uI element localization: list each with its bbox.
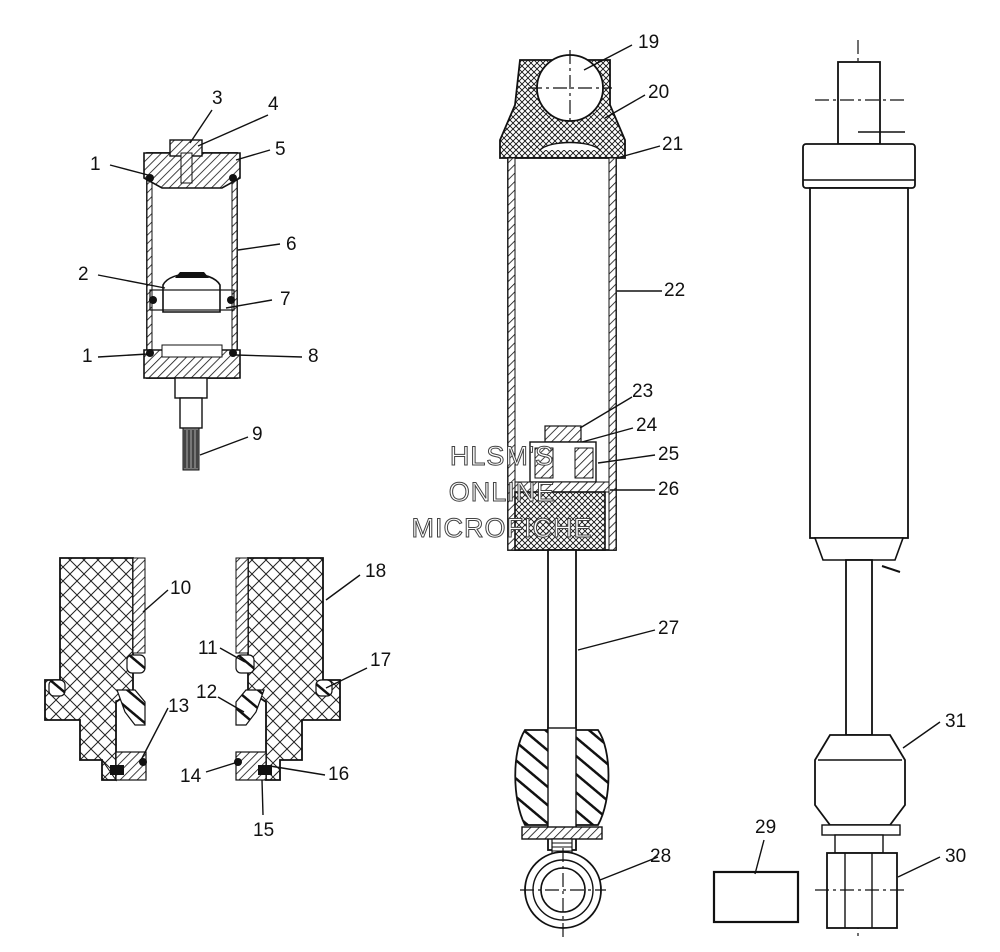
callout-17: 17 (370, 650, 391, 671)
callout-18: 18 (365, 561, 386, 582)
callout-14: 14 (180, 766, 202, 787)
callout-3: 3 (212, 88, 223, 109)
reservoir-assembly (143, 139, 241, 471)
bushing-part-29 (712, 870, 800, 924)
callout-19: 19 (638, 32, 659, 53)
callout-12: 12 (196, 682, 217, 703)
callout-labels: 3 4 5 1 6 2 7 1 8 9 10 18 11 17 12 13 14… (78, 32, 966, 867)
callout-4: 4 (268, 94, 279, 115)
watermark: HLSM'S ONLINE MICROFICHE (411, 441, 593, 544)
callout-20: 20 (648, 82, 669, 103)
callout-6: 6 (286, 234, 297, 255)
seal-head-section (44, 557, 341, 782)
callout-31: 31 (945, 711, 966, 732)
callout-23: 23 (632, 381, 653, 402)
callout-29: 29 (755, 817, 776, 838)
callout-26: 26 (658, 479, 679, 500)
watermark-line-2: ONLINE (449, 477, 556, 507)
callout-15: 15 (253, 820, 274, 841)
callout-27: 27 (658, 618, 679, 639)
shock-exterior-view (802, 40, 916, 940)
callout-25: 25 (658, 444, 679, 465)
callout-7: 7 (280, 289, 291, 310)
callout-21: 21 (662, 134, 683, 155)
callout-30: 30 (945, 846, 966, 867)
callout-1-upper: 1 (90, 154, 101, 175)
callout-13: 13 (168, 696, 189, 717)
callout-2: 2 (78, 264, 89, 285)
callout-16: 16 (328, 764, 349, 785)
watermark-line-3: MICROFICHE (412, 513, 593, 543)
callout-9: 9 (252, 424, 263, 445)
watermark-line-1: HLSM'S (450, 441, 554, 471)
leader-lines (97, 44, 941, 881)
callout-11: 11 (198, 638, 218, 659)
callout-24: 24 (636, 415, 658, 436)
callout-10: 10 (170, 578, 191, 599)
callout-5: 5 (275, 139, 286, 160)
shock-body-section (499, 50, 626, 940)
callout-8: 8 (308, 346, 319, 367)
callout-22: 22 (664, 280, 685, 301)
callout-28: 28 (650, 846, 671, 867)
callout-1-lower: 1 (82, 346, 93, 367)
